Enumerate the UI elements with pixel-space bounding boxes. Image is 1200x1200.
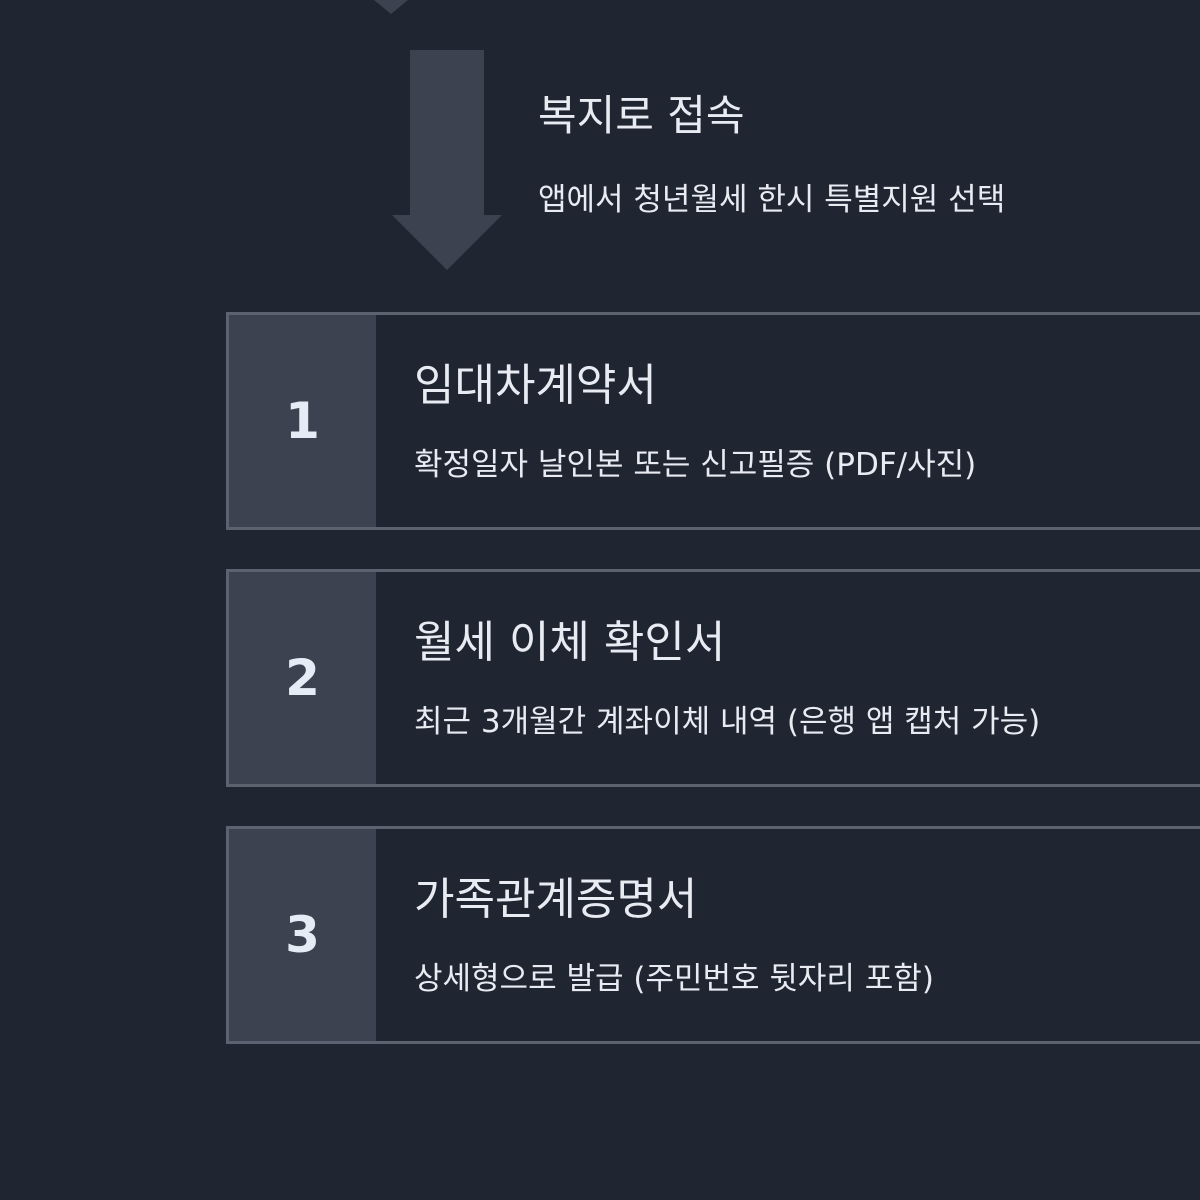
card-number-panel: 3 — [229, 829, 376, 1041]
card-description: 확정일자 날인본 또는 신고필증 (PDF/사진) — [414, 447, 977, 483]
card-body: 가족관계증명서 상세형으로 발급 (주민번호 뒷자리 포함) — [376, 829, 1200, 1041]
step-subtitle: 앱에서 청년월세 한시 특별지원 선택 — [538, 182, 1006, 218]
document-card-rent-transfer: 2 월세 이체 확인서 최근 3개월간 계좌이체 내역 (은행 앱 캡처 가능) — [226, 569, 1200, 787]
card-title: 가족관계증명서 — [414, 874, 698, 925]
card-number: 1 — [285, 392, 320, 450]
card-title: 임대차계약서 — [414, 360, 657, 411]
card-description: 상세형으로 발급 (주민번호 뒷자리 포함) — [414, 961, 934, 997]
step-title: 복지로 접속 — [538, 91, 745, 140]
card-number: 2 — [285, 649, 320, 707]
card-title: 월세 이체 확인서 — [414, 617, 726, 668]
card-number: 3 — [285, 906, 320, 964]
previous-step-arrow-tip-icon — [374, 0, 408, 14]
down-arrow-icon — [392, 50, 502, 270]
card-number-panel: 2 — [229, 572, 376, 784]
document-card-family-certificate: 3 가족관계증명서 상세형으로 발급 (주민번호 뒷자리 포함) — [226, 826, 1200, 1044]
card-body: 임대차계약서 확정일자 날인본 또는 신고필증 (PDF/사진) — [376, 315, 1200, 527]
card-number-panel: 1 — [229, 315, 376, 527]
card-description: 최근 3개월간 계좌이체 내역 (은행 앱 캡처 가능) — [414, 704, 1041, 740]
card-body: 월세 이체 확인서 최근 3개월간 계좌이체 내역 (은행 앱 캡처 가능) — [376, 572, 1200, 784]
document-card-lease-contract: 1 임대차계약서 확정일자 날인본 또는 신고필증 (PDF/사진) — [226, 312, 1200, 530]
